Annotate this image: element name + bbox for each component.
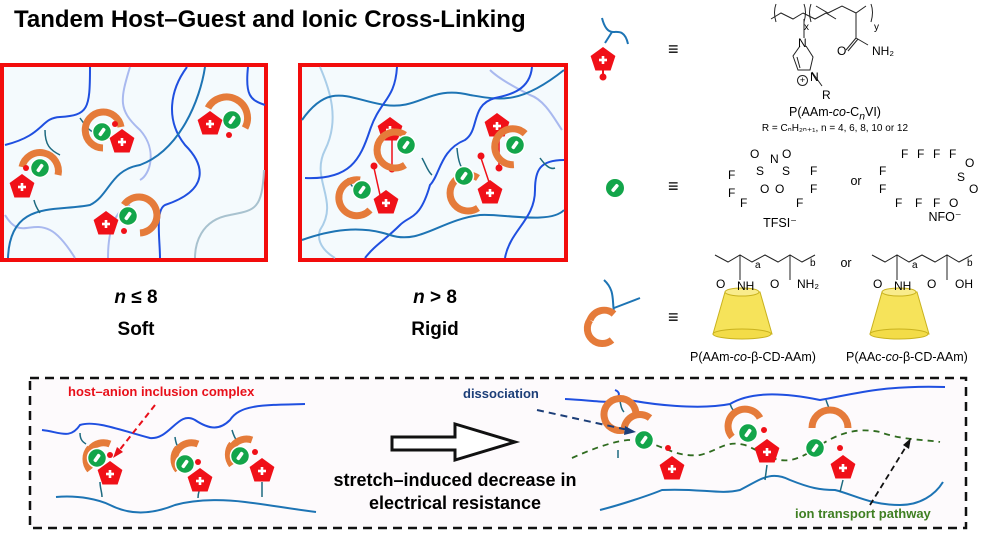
condition-variable: n (114, 287, 127, 308)
atom-n: N (810, 70, 819, 84)
atom-o: O (927, 277, 937, 291)
legend-anion-icon (606, 179, 624, 197)
dissociation-label: dissociation (463, 386, 539, 401)
condition-variable: n (413, 287, 425, 308)
subscript-a: a (912, 260, 918, 271)
legend-cation-icon (590, 17, 629, 81)
rigid-label: Rigid (411, 319, 459, 340)
rigid-condition: n > 8 (375, 287, 495, 309)
figure-title: Tandem Host–Guest and Ionic Cross-Linkin… (14, 6, 526, 33)
equiv-symbol: ≡ (668, 39, 679, 59)
positive-charge-icon: + (797, 75, 808, 86)
equiv-symbol: ≡ (668, 176, 679, 196)
equiv-symbol: ≡ (668, 307, 679, 327)
soft-condition: n ≤ 8 (76, 287, 196, 309)
cyclodextrin-cone-1 (712, 287, 773, 340)
stretched-network (536, 385, 946, 511)
atom-nh2: NH₂ (872, 44, 894, 58)
panel-frame (298, 63, 568, 262)
rigid-network-panel (298, 63, 568, 262)
condition-threshold: > 8 (424, 287, 457, 308)
cyclodextrin-cone-2 (869, 287, 930, 340)
host-anion-complex-label: host–anion inclusion complex (68, 384, 255, 399)
subscript-b: b (810, 258, 816, 269)
or-label: or (850, 174, 862, 188)
caption-line-2: electrical resistance (368, 493, 542, 513)
end-group-nh2: NH₂ (797, 277, 819, 291)
stretch-effect-caption: stretch–induced decrease in electrical r… (300, 469, 610, 515)
subscript-b: b (967, 258, 973, 269)
atom-o: O (716, 277, 726, 291)
atom-nh: NH (737, 279, 755, 293)
atom-o: O (873, 277, 883, 291)
atom-o: O (837, 44, 847, 58)
soft-network-panel (0, 63, 268, 262)
atom-o: O (770, 277, 780, 291)
tfsi-name: TFSI⁻ (763, 216, 797, 230)
soft-label: Soft (117, 319, 155, 340)
subscript-x: x (804, 22, 809, 33)
subscript-y: y (874, 22, 879, 33)
cation-polymer-name: P(AAm-co-CnVI) (789, 105, 881, 123)
process-arrow-icon (390, 421, 521, 463)
nfo-name: NFO⁻ (928, 210, 962, 224)
host-polymer-structures (714, 254, 973, 280)
atom-nh: NH (894, 279, 912, 293)
r-group-definition: R = CₙH₂ₙ₊₁, n = 4, 6, 8, 10 or 12 (761, 123, 909, 134)
unstretched-network (41, 403, 317, 514)
end-group-oh: OH (955, 277, 973, 291)
cation-polymer-structure (770, 3, 873, 87)
condition-threshold: ≤ 8 (126, 287, 158, 308)
host-polymer-2-name: P(AAc-co-β-CD-AAm) (846, 350, 968, 364)
or-label: or (840, 256, 852, 270)
atom-r: R (822, 88, 831, 102)
legend-host-icon (583, 279, 641, 347)
subscript-a: a (755, 260, 761, 271)
atom-n: N (798, 36, 807, 50)
ion-pathway-label: ion transport pathway (795, 506, 931, 521)
caption-line-1: stretch–induced decrease in (333, 470, 577, 490)
host-polymer-1-name: P(AAm-co-β-CD-AAm) (690, 350, 816, 364)
